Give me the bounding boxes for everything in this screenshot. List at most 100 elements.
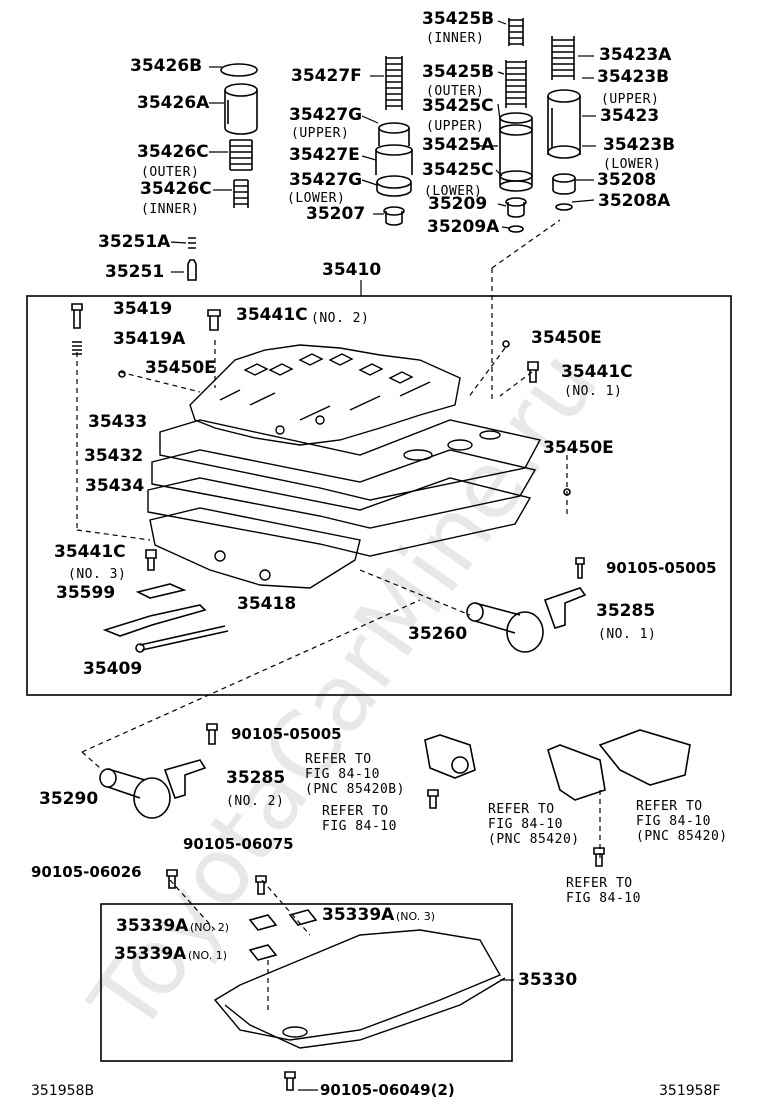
label-35599: 35599 xyxy=(56,583,116,603)
plate-35433 xyxy=(159,419,542,501)
label-35208: 35208 xyxy=(597,170,657,190)
bolt-35441c-no3 xyxy=(145,549,157,571)
label-35425c-upper: 35425C xyxy=(422,96,494,116)
refer-note-5: REFER TO FIG 84-10 xyxy=(566,876,641,906)
label-35425b-outer: 35425B xyxy=(422,62,495,82)
solenoid-35260 xyxy=(466,602,544,653)
ball-35450e-c xyxy=(563,488,571,496)
lower-valve-body xyxy=(149,507,361,589)
label-35339a-no3: 35339A xyxy=(322,905,395,925)
label-35450e-b: 35450E xyxy=(531,328,602,348)
spring-35426c-outer xyxy=(229,139,253,171)
note-upper-35423b: (UPPER) xyxy=(601,92,660,107)
label-35208a: 35208A xyxy=(598,191,671,211)
valve-35426a xyxy=(224,83,258,135)
valve-35425a xyxy=(499,112,533,192)
valve-35423 xyxy=(547,89,581,159)
label-35434: 35434 xyxy=(85,476,145,496)
plug-35207 xyxy=(383,206,405,226)
solenoid-35290 xyxy=(99,768,171,819)
spring-35425b-outer xyxy=(505,60,527,108)
label-35418: 35418 xyxy=(237,594,297,614)
label-35427f: 35427F xyxy=(291,66,362,86)
label-35441c-no1: 35441C xyxy=(561,362,633,382)
spring-35427f xyxy=(385,56,403,110)
oil-pan-frame xyxy=(100,903,513,1062)
bolt-35441c-no2 xyxy=(207,309,221,331)
upper-valve-body xyxy=(189,344,461,446)
solenoid-connector-1 xyxy=(424,734,476,779)
label-35423b-lower: 35423B xyxy=(603,135,676,155)
label-35423b-upper: 35423B xyxy=(597,67,670,87)
pin-35251 xyxy=(187,259,197,281)
bolt-35419a xyxy=(72,341,82,355)
bolt-90105-05005-b xyxy=(206,723,218,745)
ball-35450e-b xyxy=(502,340,510,348)
label-35339a-no2: 35339A xyxy=(116,916,189,936)
note-no1-35339a: (NO. 1) xyxy=(188,949,228,962)
label-35425a: 35425A xyxy=(422,135,495,155)
label-35450e-c: 35450E xyxy=(543,438,614,458)
label-90105-06075: 90105-06075 xyxy=(183,835,294,853)
note-no3-35339a: (NO. 3) xyxy=(396,910,436,923)
footer-code-right: 351958F xyxy=(659,1083,721,1099)
label-35419: 35419 xyxy=(113,299,173,319)
valve-35427e xyxy=(375,122,413,197)
spring-35423a xyxy=(551,36,575,80)
bolt-35419 xyxy=(71,303,83,329)
label-35433: 35433 xyxy=(88,412,148,432)
note-no1-35285: (NO. 1) xyxy=(598,627,657,642)
note-outer: (OUTER) xyxy=(426,84,485,99)
magnet-35339a-no1 xyxy=(248,944,278,961)
rod-35418 xyxy=(139,625,229,651)
label-90105-05005-b: 90105-05005 xyxy=(231,725,342,743)
label-35427e: 35427E xyxy=(289,145,360,165)
label-35419a: 35419A xyxy=(113,329,186,349)
label-35330: 35330 xyxy=(518,970,578,990)
label-35423: 35423 xyxy=(600,106,660,126)
lever-35409 xyxy=(102,604,207,637)
label-35209: 35209 xyxy=(428,194,488,214)
label-35450e-a: 35450E xyxy=(145,358,216,378)
label-35409: 35409 xyxy=(83,659,143,679)
note-lower-35423b: (LOWER) xyxy=(603,157,662,172)
gasket-35434 xyxy=(147,477,532,557)
bracket-35285-no2 xyxy=(163,759,207,799)
solenoid-connector-2 xyxy=(547,729,691,801)
note-no2-35441c: (NO. 2) xyxy=(311,311,370,326)
bolt-35441c-no1 xyxy=(527,361,539,383)
spring-35425b-inner xyxy=(508,18,524,46)
label-90105-05005-a: 90105-05005 xyxy=(606,559,717,577)
label-35209a: 35209A xyxy=(427,217,500,237)
bolt-90105-06075 xyxy=(255,875,267,895)
magnet-35339a-no3 xyxy=(288,909,318,926)
ball-35450e-a xyxy=(118,370,126,378)
ring-35208a xyxy=(555,203,573,211)
note-inner: (INNER) xyxy=(426,31,485,46)
label-35423a: 35423A xyxy=(599,45,672,65)
label-35260: 35260 xyxy=(408,624,468,644)
label-35425c-lower: 35425C xyxy=(422,160,494,180)
label-35410: 35410 xyxy=(322,260,382,280)
footer-code-left: 351958B xyxy=(31,1083,95,1099)
label-35441c-no2: 35441C xyxy=(236,305,308,325)
label-35426c-inner: 35426C xyxy=(140,179,212,199)
label-35251a: 35251A xyxy=(98,232,171,252)
valve-body-frame xyxy=(26,295,732,696)
bracket-35285-no1 xyxy=(543,587,587,629)
label-35426a: 35426A xyxy=(137,93,210,113)
label-35425b-inner: 35425B xyxy=(422,9,495,29)
bolt-84-10-b xyxy=(593,847,605,867)
gasket-35432 xyxy=(151,449,537,529)
note-upper-35425c: (UPPER) xyxy=(426,119,485,134)
plug-35208 xyxy=(552,173,576,195)
refer-note-4: REFER TO FIG 84-10 (PNC 85420) xyxy=(636,799,728,844)
ring-35209a xyxy=(508,225,524,233)
bolt-90105-06049 xyxy=(284,1071,296,1091)
bolt-90105-06026 xyxy=(166,869,178,889)
label-35426b: 35426B xyxy=(130,56,203,76)
label-35290: 35290 xyxy=(39,789,99,809)
bolt-84-10-a xyxy=(427,789,439,809)
